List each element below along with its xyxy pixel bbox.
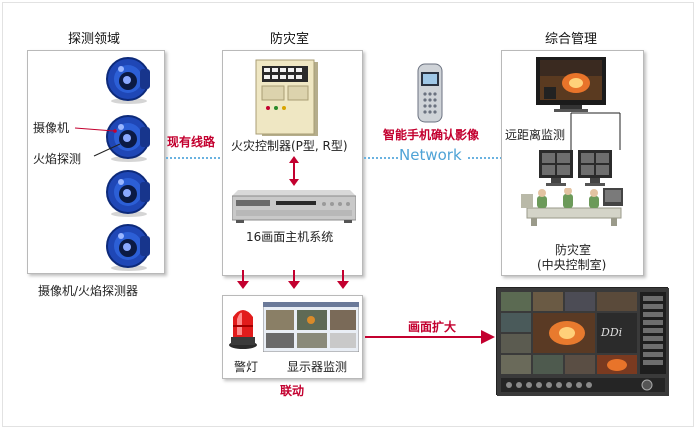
- camera-detector-3: [104, 168, 154, 218]
- remote-monitor-device: [536, 57, 606, 113]
- warning-lamp-label: 警灯: [234, 360, 259, 374]
- detector-caption: 摄像机/火焰探测器: [38, 284, 139, 298]
- section-title-management: 综合管理: [545, 32, 598, 47]
- warning-lamp-device: [228, 303, 258, 351]
- linkage-caption: 联动: [280, 384, 305, 398]
- mobile-confirm-label: 智能手机确认影像: [383, 128, 480, 142]
- control-room-sub-label: (中央控制室): [537, 258, 607, 272]
- screen-expand-arrow: [365, 330, 495, 344]
- dvr-label: 16画面主机系统: [246, 230, 334, 244]
- network-label: Network: [399, 146, 462, 164]
- flame-detector-label: 火焰探测: [33, 152, 82, 166]
- brand-logo: DDi: [601, 326, 623, 339]
- existing-line-connector: [166, 157, 220, 159]
- multi-view-screen: DDi: [496, 287, 669, 396]
- monitor-display-label: 显示器监测: [287, 360, 348, 374]
- linkage-down-arrows: [237, 270, 349, 289]
- fire-controller-label: 火灾控制器(P型, R型): [231, 139, 348, 153]
- mobile-phone-icon: [416, 62, 444, 124]
- remote-monitoring-label: 远距离监测: [505, 128, 566, 142]
- control-room-operators-illustration: [521, 188, 627, 226]
- camera-label: 摄像机: [33, 121, 70, 135]
- section-title-fire-room: 防灾室: [270, 32, 310, 47]
- screen-expand-label: 画面扩大: [408, 320, 457, 334]
- camera-detector-1: [104, 55, 154, 105]
- controller-dvr-link-arrow: [289, 156, 299, 186]
- control-monitor-1: [539, 150, 573, 186]
- dvr-device: [232, 190, 356, 224]
- monitor-display-screen: [263, 302, 359, 352]
- network-connector-left: [364, 157, 398, 159]
- control-monitor-2: [578, 150, 612, 186]
- existing-line-label: 现有线路: [167, 135, 216, 149]
- network-connector-right: [468, 157, 502, 159]
- camera-detector-2: [104, 113, 154, 163]
- fire-controller-device: [254, 58, 322, 138]
- control-room-label: 防灾室: [555, 243, 592, 257]
- section-title-detection: 探测领域: [68, 32, 121, 47]
- camera-detector-4: [104, 222, 154, 272]
